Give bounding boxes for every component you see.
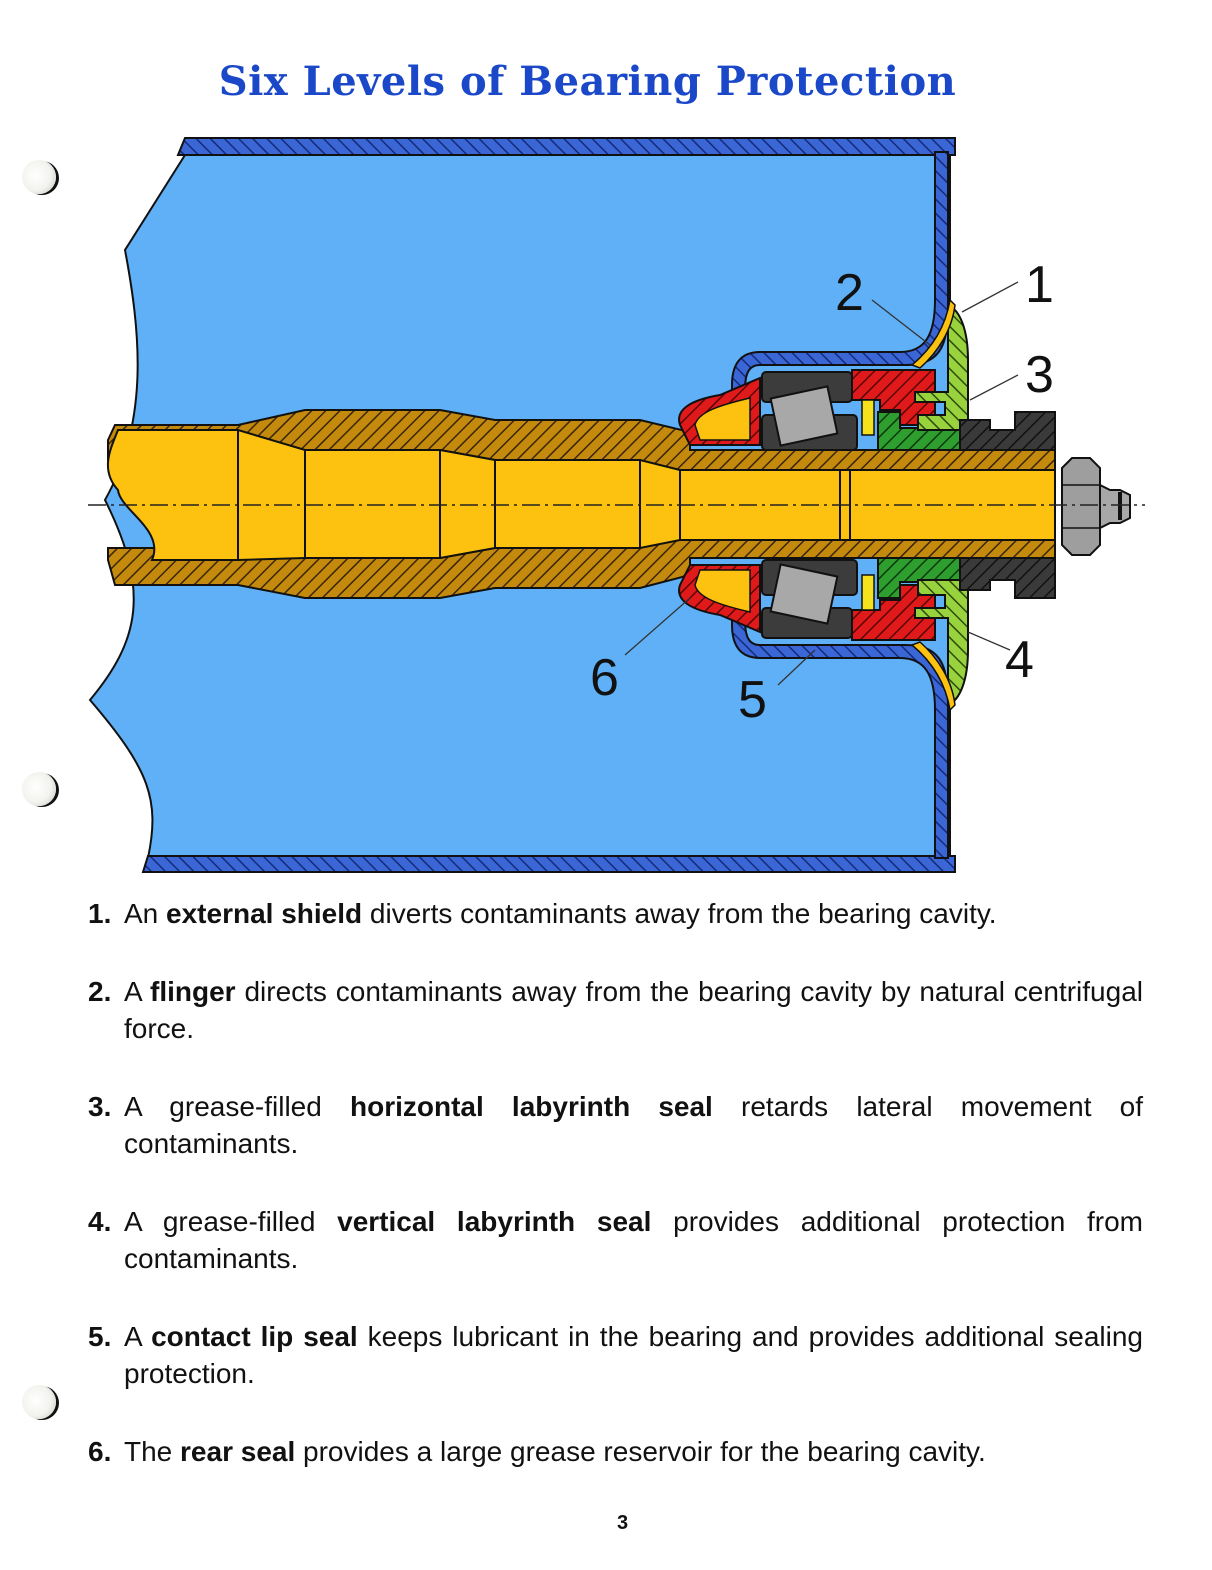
item-term: vertical labyrinth seal [337, 1206, 652, 1237]
rear-seal-bottom-reservoir [694, 569, 751, 613]
binder-hole-top [22, 160, 56, 194]
callout-4: 4 [1005, 631, 1034, 689]
callout-5: 5 [738, 671, 767, 729]
list-item: 1. An external shield diverts contaminan… [88, 895, 1143, 932]
item-text: provides a large grease reservoir for th… [295, 1436, 986, 1467]
roll-shell-bottom [141, 855, 956, 873]
flinger-top [910, 298, 956, 369]
list-item: 6. The rear seal provides a large grease… [88, 1433, 1143, 1470]
callout-1: 1 [1025, 256, 1054, 314]
retainer-top [959, 411, 1056, 451]
item-number: 1. [88, 898, 112, 929]
protection-levels-list: 1. An external shield diverts contaminan… [88, 895, 1143, 1511]
lip-seal-top [861, 399, 875, 436]
roller-bottom [769, 563, 839, 625]
list-item: 5. A contact lip seal keeps lubricant in… [88, 1318, 1143, 1392]
retainer-bottom [959, 557, 1056, 599]
roller-top [769, 385, 839, 447]
item-text: A [124, 976, 151, 1007]
item-text: An [124, 898, 167, 929]
bearing-cross-section-diagram: 1 2 3 4 5 6 [88, 137, 1145, 873]
item-number: 5. [88, 1321, 112, 1352]
item-text: diverts contaminants away from the beari… [362, 898, 997, 929]
binder-hole-middle [22, 772, 56, 806]
item-number: 4. [88, 1206, 112, 1237]
item-term: horizontal labyrinth seal [350, 1091, 713, 1122]
binder-hole-bottom [22, 1385, 56, 1419]
item-number: 6. [88, 1436, 112, 1467]
item-term: contact lip seal [151, 1321, 358, 1352]
callout-6: 6 [590, 649, 619, 707]
item-term: rear seal [180, 1436, 296, 1467]
list-item: 4. A grease-filled vertical labyrinth se… [88, 1203, 1143, 1277]
item-text: A grease-filled [124, 1091, 350, 1122]
item-text: keeps lubricant in the bearing and provi… [124, 1321, 1143, 1389]
item-text: The [124, 1436, 181, 1467]
item-term: flinger [150, 976, 236, 1007]
page-title: Six Levels of Bearing Protection [218, 58, 957, 105]
item-text: directs contaminants away from the beari… [124, 976, 1143, 1044]
item-term: external shield [166, 898, 363, 929]
shaft-core [106, 429, 1056, 561]
item-text: A grease-filled [124, 1206, 338, 1237]
roll-shell-top [176, 137, 956, 156]
callout-2: 2 [835, 264, 864, 322]
item-text: A [124, 1321, 152, 1352]
item-text: provides additional protection from cont… [124, 1206, 1143, 1274]
flinger-bottom [910, 641, 956, 712]
item-number: 3. [88, 1091, 112, 1122]
external-shield-bottom [914, 579, 969, 707]
lip-seal-bottom [861, 574, 875, 611]
callout-3: 3 [1025, 346, 1054, 404]
page-number: 3 [616, 1512, 629, 1534]
list-item: 2. A flinger directs contaminants away f… [88, 973, 1143, 1047]
item-text: retards lateral movement of contaminants… [124, 1091, 1143, 1159]
list-item: 3. A grease-filled horizontal labyrinth … [88, 1088, 1143, 1162]
rear-seal-top-reservoir [694, 397, 751, 441]
item-number: 2. [88, 976, 112, 1007]
hex-nut [1061, 457, 1101, 556]
grease-fitting [1099, 483, 1131, 530]
external-shield-top [914, 303, 969, 431]
